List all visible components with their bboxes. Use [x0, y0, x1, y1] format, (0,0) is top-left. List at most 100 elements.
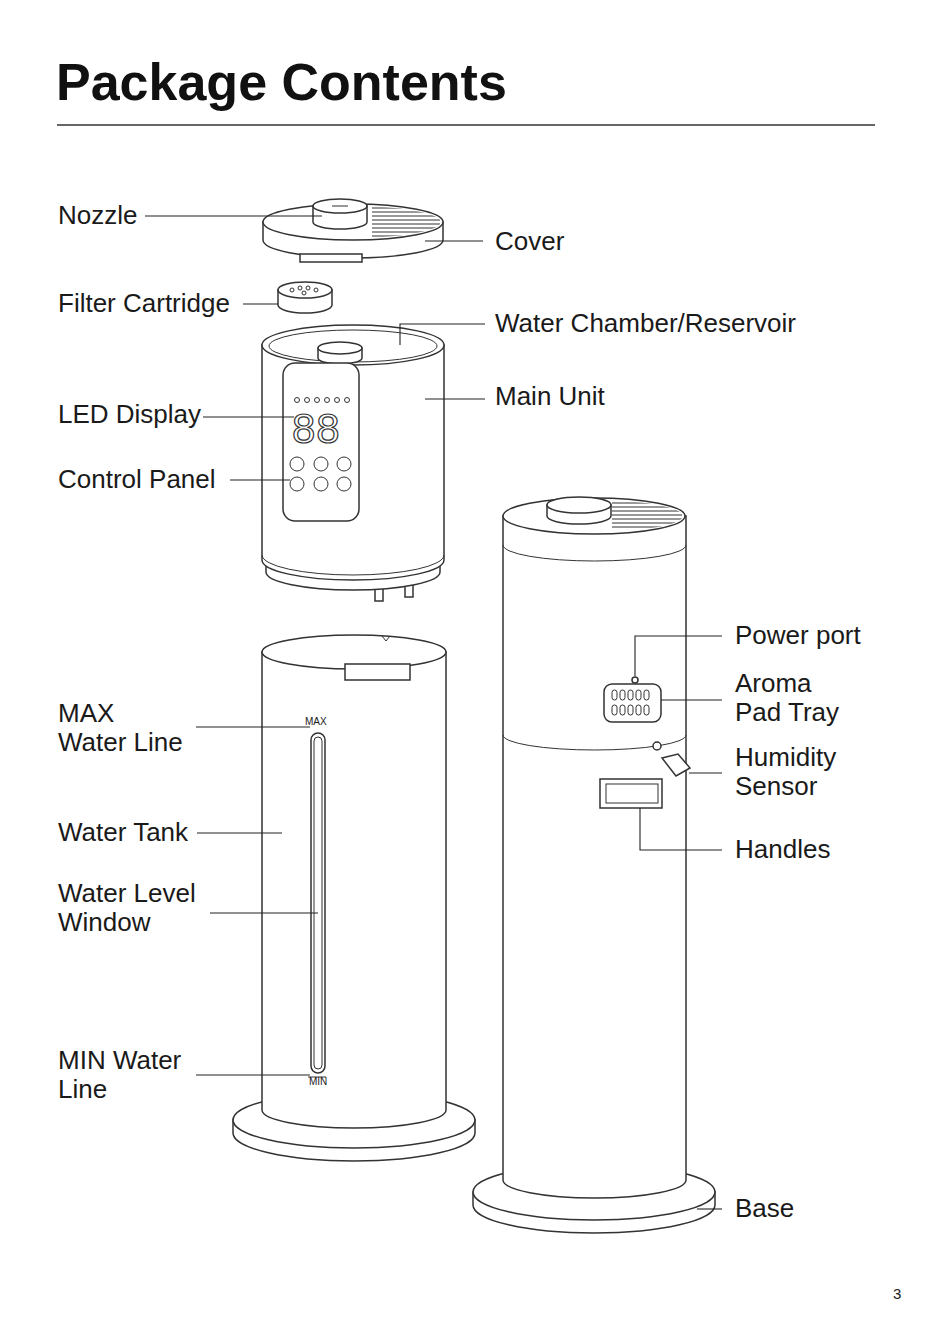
- grille-slot: [372, 228, 440, 229]
- leader-line: [425, 398, 485, 399]
- part-label: Cover: [495, 227, 564, 256]
- filter-top: [278, 282, 332, 298]
- scale-mark: MAX: [305, 716, 327, 727]
- tray-slot: [620, 690, 625, 700]
- tank-notch: [382, 636, 390, 641]
- grille-slot: [612, 519, 682, 520]
- part-label: Filter Cartridge: [58, 289, 230, 318]
- scale-mark: MIN: [309, 1076, 327, 1087]
- display-icon: [335, 398, 340, 403]
- tank-body: [262, 652, 446, 1128]
- grille-slot: [612, 523, 682, 524]
- water-level-window-inner: [314, 737, 322, 1069]
- tray-slot: [636, 690, 641, 700]
- tray-slot: [628, 690, 633, 700]
- tray-slot: [612, 690, 617, 700]
- filter-hole: [306, 286, 310, 290]
- part-label: Handles: [735, 835, 830, 864]
- grille-slot: [612, 503, 682, 504]
- leader-line: [400, 324, 485, 345]
- grille-slot: [372, 236, 440, 237]
- part-label: MIN Water Line: [58, 1046, 187, 1104]
- display-icon: [325, 398, 330, 403]
- leader-line: [210, 912, 318, 913]
- title-rule: [57, 124, 875, 126]
- filter-hole: [314, 288, 318, 292]
- control-button: [314, 477, 328, 491]
- humidity-sensor-mount: [653, 742, 661, 750]
- leader-line: [196, 1074, 310, 1075]
- grille-slot: [612, 511, 682, 512]
- part-label: Main Unit: [495, 382, 605, 411]
- part-label: MAX Water Line: [58, 699, 187, 757]
- grille-slot: [372, 224, 440, 225]
- handle-recess: [606, 784, 658, 803]
- part-label: Water Tank: [58, 818, 188, 847]
- tray-slot: [612, 705, 617, 715]
- part-label: Water Chamber/Reservoir: [495, 309, 796, 338]
- control-button: [290, 477, 304, 491]
- display-icon: [345, 398, 350, 403]
- unit-knob-top: [318, 342, 362, 354]
- tower-nozzle-top: [547, 497, 611, 513]
- tower-band-seam: [503, 735, 686, 750]
- grille-slot: [372, 212, 440, 213]
- nozzle-top: [313, 199, 367, 213]
- tray-slot: [628, 705, 633, 715]
- power-port: [632, 677, 638, 683]
- display-icon: [305, 398, 310, 403]
- tower-grille: [612, 503, 682, 527]
- filter-hole: [298, 286, 302, 290]
- part-label: Aroma Pad Tray: [735, 669, 844, 727]
- leader-line: [196, 726, 310, 727]
- tray-slot: [644, 690, 649, 700]
- control-button: [290, 457, 304, 471]
- part-label: LED Display: [58, 400, 201, 429]
- grille-slot: [612, 507, 682, 508]
- tower-top: [503, 498, 685, 534]
- leader-line: [243, 303, 278, 304]
- display-digits: 88: [292, 405, 341, 452]
- grille-slot: [372, 216, 440, 217]
- part-label: Base: [735, 1194, 794, 1223]
- display-icon: [315, 398, 320, 403]
- leader-line: [145, 215, 322, 216]
- part-label: Power port: [735, 621, 861, 650]
- filter-hole: [290, 288, 294, 292]
- part-label: Nozzle: [58, 201, 137, 230]
- page-title: Package Contents: [56, 52, 507, 112]
- water-level-window: [311, 733, 325, 1073]
- handle: [600, 779, 662, 808]
- unit-body: [262, 345, 444, 580]
- grille-slot: [612, 527, 682, 528]
- tower-cap-seam: [503, 545, 686, 561]
- grille-slot: [372, 208, 440, 209]
- control-button: [314, 457, 328, 471]
- display-icon: [295, 398, 300, 403]
- humidity-sensor: [662, 754, 690, 776]
- leader-line: [697, 1208, 722, 1209]
- grille-slot: [372, 232, 440, 233]
- aroma-pad-tray: [604, 684, 661, 722]
- display-panel: [283, 363, 359, 521]
- leader-line: [640, 808, 722, 850]
- tower-body: [503, 516, 686, 1198]
- tray-slot: [620, 705, 625, 715]
- leader-line: [230, 479, 290, 480]
- leader-line: [425, 240, 483, 241]
- part-label: Water Level Window: [58, 879, 200, 937]
- tray-slot: [636, 705, 641, 715]
- filter-hole: [302, 291, 306, 295]
- unit-seam: [262, 555, 444, 575]
- leader-line: [635, 636, 722, 676]
- cover-grille: [372, 208, 440, 236]
- part-label: Control Panel: [58, 465, 216, 494]
- cover-tab: [300, 254, 362, 262]
- leader-line: [203, 416, 294, 417]
- control-button: [337, 457, 351, 471]
- leader-line: [661, 699, 722, 700]
- unit-top: [262, 325, 444, 365]
